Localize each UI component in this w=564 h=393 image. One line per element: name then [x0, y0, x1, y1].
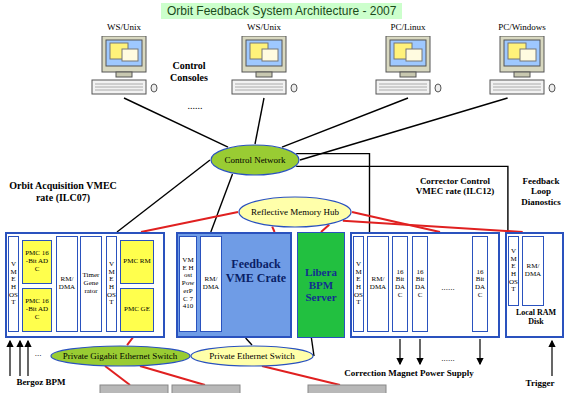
- board-slot: 16 Bit DAC: [472, 236, 488, 332]
- network-connector: [300, 98, 508, 160]
- computer-icon: [486, 36, 558, 98]
- annotation-label: Bergoz BPM: [6, 377, 76, 387]
- node-label: Timer Generator: [83, 272, 100, 295]
- annotation-label: ...: [32, 348, 44, 358]
- board-slot: RM/DMA: [522, 236, 544, 306]
- bottom-devices: [100, 385, 386, 393]
- annotation-label: ......: [430, 353, 466, 363]
- node-label: RM/DMA: [203, 276, 220, 291]
- bpm-input-arrows: [10, 341, 28, 376]
- pmc-module: PMC 16-Bit ADC: [22, 288, 52, 332]
- vme-crate: Feedback Loop DianosticsLocal RAM DiskVM…: [505, 232, 564, 338]
- board-slot: RM/DMA: [200, 236, 222, 332]
- annotation-label: ......: [180, 100, 210, 112]
- node-label: VME HOST: [9, 261, 18, 307]
- network-ellipse: Private Gigabit Ethernet Switch: [50, 345, 191, 367]
- console-label: PC/Linux: [372, 22, 444, 32]
- board-slot: VME HOST: [353, 236, 364, 332]
- node-label: VME HOST: [509, 248, 518, 294]
- trigger-arrow: [551, 341, 552, 376]
- console-computer: WS/Unix: [228, 22, 300, 98]
- board-slot: 16 Bit DAC: [412, 236, 428, 332]
- crate-heading: Corrector Control VMEC rate (ILC12): [410, 176, 500, 197]
- node-label: VME HOST: [354, 261, 363, 307]
- network-connector: [343, 221, 523, 232]
- crate-heading: Feedback Loop Dianostics: [515, 176, 564, 207]
- board-slot: 16 Bit DAC: [392, 236, 408, 332]
- pmc-module: PMC RM: [120, 240, 154, 284]
- console-computer: WS/Unix: [88, 22, 160, 98]
- node-label: RM/DMA: [59, 276, 76, 291]
- computer-icon: [88, 36, 160, 98]
- ellipse-shape: [191, 346, 313, 366]
- network-ellipse: Control Network: [210, 144, 300, 176]
- computer-icon: [372, 36, 444, 98]
- network-connector: [321, 225, 329, 232]
- node-label: VME Host PowerPC 7410: [182, 257, 195, 311]
- console-label: PC/Windows: [486, 22, 558, 32]
- board-slot: VME Host PowerPC 7410: [179, 236, 197, 332]
- console-computer: PC/Windows: [486, 22, 558, 98]
- node-label: RM/DMA: [370, 276, 387, 291]
- node-label: PMC 16-Bit ADC: [25, 298, 50, 321]
- pmc-module: PMC 16-Bit ADC: [22, 240, 52, 284]
- network-connector: [246, 338, 252, 345]
- vme-crate: Orbit Acquisition VMEC rate (ILC07)VME H…: [5, 232, 165, 338]
- node-label: RM/DMA: [525, 263, 542, 278]
- network-ellipse: Private Ethernet Switch: [190, 345, 314, 367]
- ellipse-shape: [239, 197, 351, 227]
- network-connector: [211, 174, 233, 232]
- network-connector: [255, 98, 264, 144]
- console-label: WS/Unix: [228, 22, 300, 32]
- node-label: 16 Bit DAC: [475, 269, 486, 300]
- network-links: [105, 366, 340, 385]
- console-label: WS/Unix: [88, 22, 160, 32]
- annotation-label: Trigger: [518, 378, 562, 388]
- bpm-server-box: Libera BPM Server: [297, 232, 345, 338]
- node-label: 16 Bit DAC: [415, 269, 426, 300]
- board-slot: VME HOST: [508, 236, 519, 306]
- dac-output-arrows: [400, 339, 480, 364]
- annotation-label: Control Consoles: [160, 60, 218, 83]
- node-label: Reflective Memory Hub: [251, 207, 339, 217]
- board-slot: RM/DMA: [367, 236, 389, 332]
- node-label: 16 Bit DAC: [395, 269, 406, 300]
- node-label: VME HOST: [107, 261, 116, 307]
- node-label: PMC 16-Bit ADC: [25, 250, 50, 273]
- board-slot: Timer Generator: [80, 236, 102, 332]
- vme-crate: Corrector Control VMEC rate (ILC12)VME H…: [350, 232, 500, 338]
- computer-icon: [228, 36, 300, 98]
- console-computer: PC/Linux: [372, 22, 444, 98]
- crate-heading: Orbit Acquisition VMEC rate (ILC07): [7, 180, 119, 203]
- crate-note: Local RAM Disk: [509, 308, 563, 326]
- ellipse-shape: [211, 145, 299, 175]
- title-banner: Orbit Feedback System Architecture - 200…: [161, 3, 402, 19]
- node-label: Private Ethernet Switch: [209, 351, 294, 361]
- node-label: Libera BPM Server: [299, 266, 343, 304]
- board-slot: VME HOST: [8, 236, 19, 332]
- network-connector: [124, 98, 228, 147]
- feedback-vme-crate: Feedback VME Crate VME Host PowerPC 7410 R…: [176, 232, 292, 338]
- node-label: PMC RM: [123, 258, 152, 266]
- node-label: PMC GE: [123, 306, 152, 314]
- crate-heading: Feedback VME Crate: [224, 258, 288, 286]
- board-slot: RM/DMA: [56, 236, 78, 332]
- pmc-module: PMC GE: [120, 288, 154, 332]
- node-label: Private Gigabit Ethernet Switch: [63, 351, 178, 361]
- annotation-label: Correction Magnet Power Supply: [328, 368, 490, 378]
- ellipse-shape: [51, 346, 190, 366]
- board-slot: VME HOST: [106, 236, 117, 332]
- node-label: Control Network: [224, 155, 285, 165]
- network-connector: [141, 212, 238, 232]
- network-connector: [282, 98, 408, 147]
- network-ellipse: Reflective Memory Hub: [238, 196, 352, 228]
- annotation-label: ......: [430, 282, 466, 292]
